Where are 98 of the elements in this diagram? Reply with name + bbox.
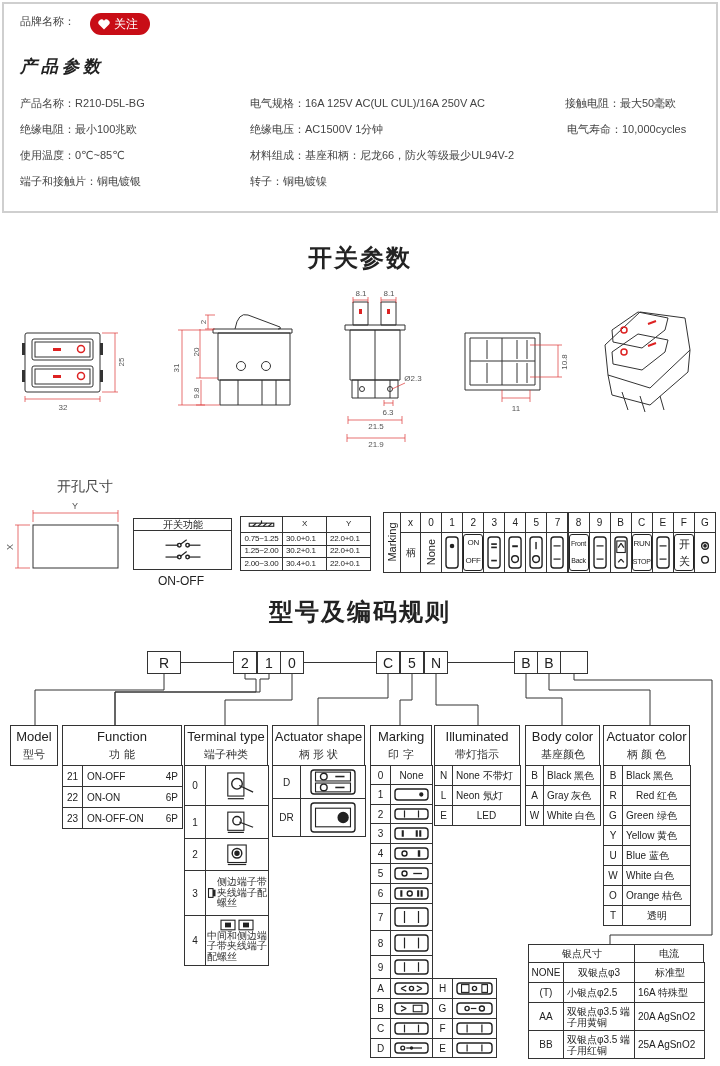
header-subtitle: 基座颜色 (540, 748, 585, 761)
dimension-value: 21.9 (368, 439, 384, 449)
option-text: 透明 (622, 905, 691, 926)
header-title: Body color (531, 730, 594, 745)
spec-text: 接触电阻：最大50毫欧 (565, 96, 677, 111)
connector-line (447, 662, 515, 663)
spec-text: 材料组成：基座和柄：尼龙66，防火等级最少UL94V-2 (250, 148, 515, 163)
connector-line (303, 662, 377, 663)
connector-line (435, 673, 479, 726)
dimension-value: Ø2.3 (404, 373, 422, 383)
header-subtitle: 带灯指示 (455, 748, 499, 761)
option-text: 22.0+0.1 (326, 557, 371, 571)
code-character: R (147, 651, 181, 674)
dimension-value: 6.3 (382, 407, 394, 417)
code-letter: BB (528, 1030, 564, 1059)
code-letter: T (603, 905, 623, 926)
dimension-value: 10.8 (559, 354, 569, 370)
connector-line (224, 673, 293, 726)
spec-text: 使用温度：0℃~85℃ (20, 148, 125, 163)
symbol-text: ON (467, 539, 479, 549)
code-character: 0 (280, 651, 304, 674)
blank-code-slot (560, 651, 588, 674)
spec-text: 端子和接触片：铜电镀银 (20, 174, 141, 189)
code-letter: 2.00~3.00 (240, 557, 283, 571)
terminal-note: 侧边端子带夹线端子配螺丝 (217, 877, 267, 909)
dimension-value: 11 (511, 403, 521, 413)
spec-text: 绝缘电压：AC1500V 1分钟 (250, 122, 384, 137)
code-character: B (537, 651, 561, 674)
header-title: Function (97, 730, 147, 745)
symbol-text: 开 (678, 537, 690, 550)
option-text: 6P (165, 791, 178, 803)
symbol-text: 关 (678, 555, 690, 568)
spec-text: 品牌名称： (20, 14, 75, 29)
symbol-text: OFF (465, 556, 481, 566)
connector-line (34, 673, 165, 726)
header-subtitle: 型号 (23, 748, 45, 761)
spec-text: 绝缘电阻：最小100兆欧 (20, 122, 138, 137)
code-character: 2 (233, 651, 257, 674)
header-subtitle: 功 能 (109, 748, 135, 761)
option-text: None (425, 539, 438, 566)
connector-line (525, 673, 563, 726)
code-letter: 23 (62, 807, 83, 829)
spec-text: 电气规格：16A 125V AC(UL CUL)/16A 250V AC (250, 96, 485, 111)
section-heading: 型号及编码规则 (269, 597, 451, 627)
dimension-value: 8.1 (383, 288, 395, 298)
spec-text: 产品名称：R210-D5L-BG (20, 96, 145, 111)
header-title: Marking (377, 730, 425, 745)
option-text: 4P (165, 770, 178, 782)
option-text: 6P (165, 812, 178, 824)
dimension-value: 2 (198, 319, 208, 325)
option-text: ON-OFF-ON (87, 812, 144, 824)
dimension-value: X (5, 544, 15, 550)
code-letter: 4 (184, 915, 206, 966)
header-title: Terminal type (187, 730, 265, 745)
spec-text: 电气寿命：10,000cycles (567, 122, 687, 137)
header-subtitle: 柄 形 状 (298, 748, 339, 761)
header-title: Actuator shape (274, 730, 363, 745)
connector-line (573, 673, 713, 945)
dimension-value: 31 (171, 363, 181, 373)
option-text: LED (452, 805, 521, 826)
follow-button: 关注 (90, 13, 150, 35)
option-text: ON-OFF (87, 770, 126, 782)
connector-line (317, 673, 389, 726)
connector-line (399, 673, 413, 726)
option-text: White 白色 (543, 805, 601, 826)
dimension-value: 20 (191, 347, 201, 357)
code-character: N (424, 651, 448, 674)
terminal-note: 中间和侧边端子带夹线端子配螺丝 (206, 930, 268, 963)
section-heading: 产品参数 (20, 56, 104, 78)
code-letter: 7 (546, 512, 569, 533)
connector-line (548, 673, 651, 726)
code-letter: D (370, 1038, 391, 1058)
header-subtitle: 印 字 (388, 748, 414, 761)
table-header: Marking (385, 522, 399, 563)
dimension-value: Y (72, 501, 78, 511)
section-heading: 开关参数 (308, 243, 412, 273)
option-text: 25A AgSnO2 (634, 1030, 705, 1059)
spec-text: 转子：铜电镀镍 (250, 174, 327, 189)
dimension-value: 8.1 (355, 288, 367, 298)
code-character: 5 (400, 651, 424, 674)
dimension-value: 9.8 (191, 387, 201, 399)
header-title: Illuminated (445, 730, 509, 745)
dimension-value: 32 (58, 402, 68, 412)
option-text: ON-ON (87, 791, 121, 803)
code-character: 1 (257, 651, 281, 674)
code-letter: DR (272, 798, 301, 837)
dimension-value: 21.5 (368, 421, 384, 431)
header-title: Model (16, 730, 52, 745)
connector-line (180, 662, 234, 663)
code-character: B (514, 651, 538, 674)
spec-text: 开孔尺寸 (57, 478, 113, 496)
code-character: C (376, 651, 400, 674)
symbol-text: RUN (633, 539, 650, 549)
header-subtitle: 柄 颜 色 (626, 748, 667, 761)
header-subtitle: 端子种类 (204, 748, 248, 761)
dimension-value: 25 (116, 357, 126, 367)
header-title: Actuator color (606, 730, 687, 745)
function-caption: ON-OFF (158, 574, 204, 588)
